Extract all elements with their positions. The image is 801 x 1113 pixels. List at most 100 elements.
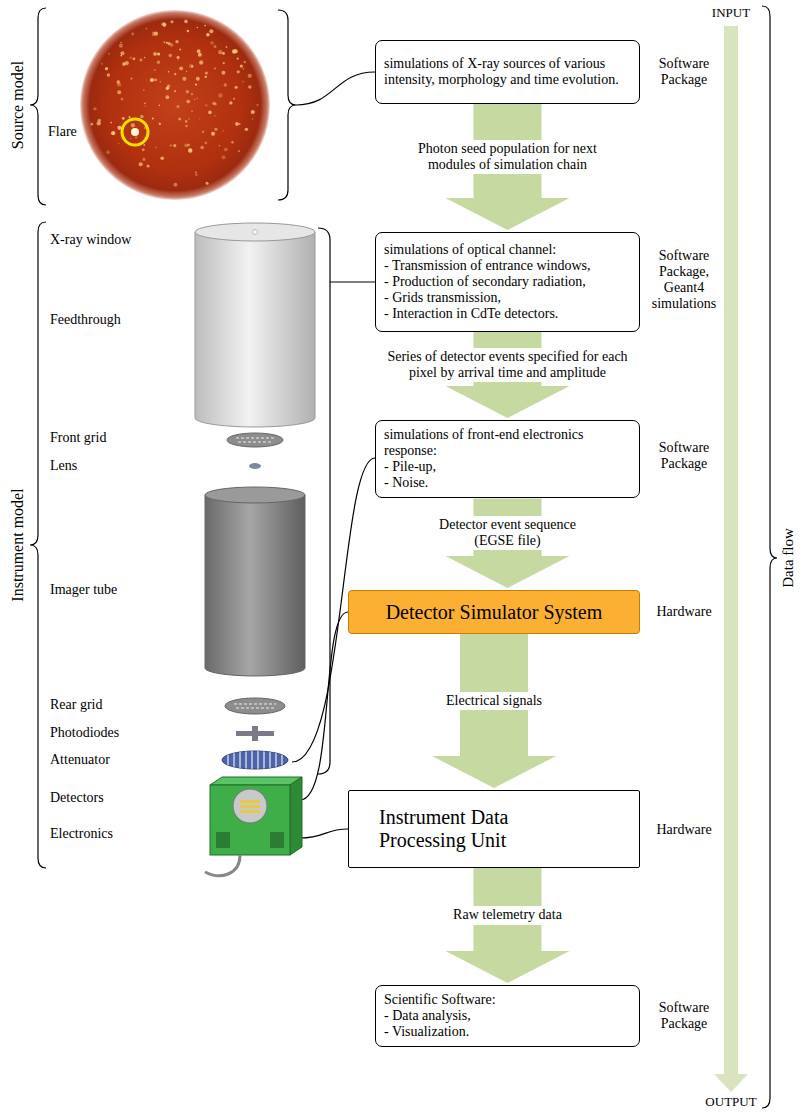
sun-speckle — [212, 102, 215, 105]
sun-speckle — [204, 25, 206, 27]
illustration-part — [245, 748, 247, 772]
sun-speckle — [142, 148, 145, 151]
sun-speckle — [120, 55, 122, 57]
box-text: - Interaction in CdTe detectors. — [384, 306, 631, 322]
sun-speckle — [222, 155, 226, 159]
sun-speckle — [118, 143, 119, 144]
process-box: Instrument Data Processing Unit — [348, 790, 640, 868]
sun-speckle — [166, 95, 170, 99]
part-label: X-ray window — [50, 232, 131, 248]
sun-speckle — [168, 71, 170, 73]
sun-speckle — [144, 105, 145, 106]
sun-speckle — [176, 56, 179, 59]
sun-speckle — [198, 53, 202, 57]
sun-speckle — [218, 93, 222, 97]
sun-speckle — [197, 27, 199, 29]
sun-speckle — [179, 67, 183, 71]
illustration-part — [251, 748, 253, 772]
sun-speckle — [91, 123, 94, 126]
sun-speckle — [188, 148, 192, 152]
sun-speckle — [235, 86, 238, 89]
sun-speckle — [188, 118, 189, 119]
part-label: Photodiodes — [50, 725, 119, 741]
sun-speckle — [233, 98, 235, 100]
data-flow-arrow — [724, 26, 738, 1076]
rear-grid — [225, 698, 285, 714]
sun-speckle — [133, 57, 136, 60]
arrow-label: Detector event sequence (EGSE file) — [418, 516, 598, 550]
box-text: Instrument Data Processing Unit — [379, 806, 554, 852]
sun-speckle — [245, 128, 248, 131]
sun-speckle — [226, 46, 228, 48]
sun-speckle — [140, 115, 143, 118]
grid-slits — [238, 442, 272, 443]
box-text: - Pile-up, — [384, 459, 631, 475]
sun-speckles — [91, 20, 259, 187]
box-text: - Transmission of entrance windows, — [384, 258, 631, 274]
sun-speckle — [117, 90, 121, 94]
sun-speckle — [199, 60, 203, 64]
sun-speckle — [145, 28, 147, 30]
sun-speckle — [205, 76, 207, 78]
sun-speckle — [185, 120, 188, 123]
box-text: simulations of X-ray sources of various … — [384, 56, 631, 88]
connector-block — [270, 832, 284, 848]
sun-speckle — [122, 62, 126, 66]
sun-speckle — [150, 78, 154, 82]
sun-speckle — [222, 52, 225, 55]
flare-circle — [122, 119, 148, 145]
sun-speckle — [159, 104, 161, 106]
sun-speckle — [139, 59, 142, 62]
detector-window — [233, 789, 267, 823]
sun-speckle — [147, 164, 150, 167]
leader-line — [300, 829, 348, 838]
sun-speckle — [166, 87, 169, 90]
bracket — [30, 8, 46, 205]
sun-speckle — [179, 49, 181, 51]
sun-speckle — [248, 85, 251, 88]
sun-speckle — [191, 110, 192, 111]
sun-speckle — [232, 49, 236, 53]
illustration-part — [281, 748, 283, 772]
flare-spot — [131, 128, 139, 136]
stage-label: INPUT — [681, 6, 781, 21]
leader-line — [330, 281, 375, 282]
sun-speckle — [214, 45, 217, 48]
process-box: Scientific Software:- Data analysis,- Vi… — [375, 985, 640, 1047]
part-label: Attenuator — [50, 752, 110, 768]
leader-line — [296, 72, 375, 105]
illustration-part — [227, 748, 229, 772]
feedthrough-cylinder — [195, 232, 315, 427]
sun-speckle — [195, 172, 197, 174]
bracket — [30, 222, 46, 868]
sun-speckle — [195, 174, 197, 176]
sun-speckle — [169, 54, 173, 58]
sun-speckle — [173, 144, 176, 147]
sun-speckle — [211, 132, 215, 136]
illustration-part — [269, 748, 271, 772]
sun-speckle — [185, 125, 187, 127]
sun-speckle — [122, 117, 125, 120]
sun-speckle — [161, 22, 165, 26]
part-label: Imager tube — [50, 582, 117, 598]
sun-speckle — [97, 121, 101, 125]
sun-speckle — [107, 73, 110, 76]
sun-speckle — [223, 62, 225, 64]
sun-speckle — [174, 90, 176, 92]
sun-speckle — [256, 104, 258, 106]
sun-speckle — [202, 130, 205, 133]
electronics-box-top — [210, 777, 302, 785]
sun-speckle — [229, 101, 232, 104]
sun-speckle — [218, 50, 222, 54]
front-grid — [227, 433, 283, 447]
sun-speckle — [219, 145, 220, 146]
sun-speckle — [108, 53, 110, 55]
sun-speckle — [135, 136, 137, 138]
sun-speckle — [119, 44, 123, 48]
sun-speckle — [186, 100, 190, 104]
detector-strip — [240, 805, 260, 808]
group-label: Instrument model — [9, 488, 27, 601]
sun-speckle — [242, 68, 244, 70]
sun-speckle — [178, 118, 181, 121]
